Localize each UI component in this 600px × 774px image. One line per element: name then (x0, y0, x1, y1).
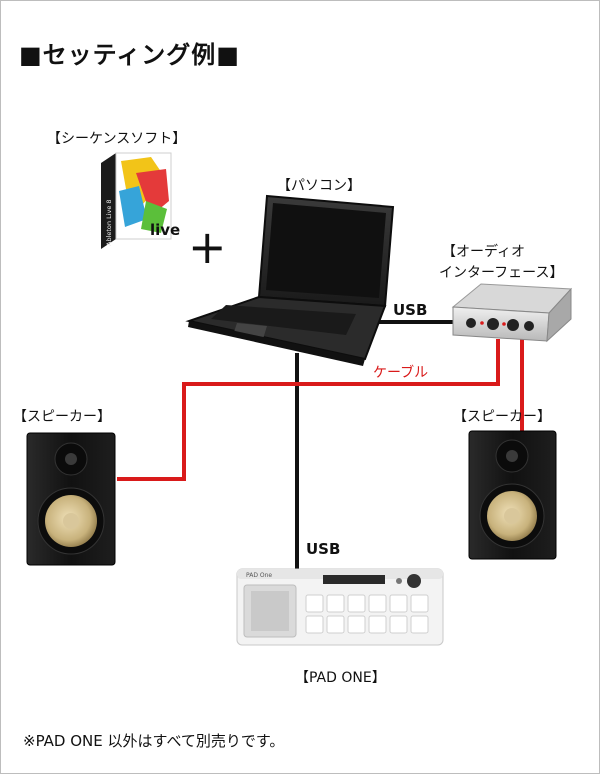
left-speaker-label: 【スピーカー】 (13, 409, 111, 425)
usb-label-bottom: USB (306, 540, 341, 558)
cable-label: ケーブル (373, 365, 429, 381)
audio-interface-label-line2: インターフェース】 (439, 265, 564, 281)
laptop-image (185, 194, 395, 366)
audio-interface-image (451, 283, 573, 343)
usb-label-top: USB (393, 301, 428, 319)
left-speaker-image (26, 432, 116, 566)
svg-text:live: live (150, 221, 180, 239)
software-label: 【シーケンスソフト】 (47, 131, 187, 147)
pad-controller-image: PAD One Vestax (236, 568, 444, 646)
svg-text:Ableton Live 8: Ableton Live 8 (105, 199, 113, 246)
svg-text:PAD One: PAD One (246, 572, 272, 579)
right-speaker-label: 【スピーカー】 (453, 409, 551, 425)
footnote: ※PAD ONE 以外はすべて別売りです。 (23, 732, 285, 750)
pc-label: 【パソコン】 (277, 178, 361, 194)
pad-label: 【PAD ONE】 (295, 670, 386, 686)
page-title: ■セッティング例■ (19, 41, 240, 69)
audio-interface-label-line1: 【オーディオ (442, 244, 526, 260)
software-box-image: live Ableton Live 8 (101, 152, 180, 249)
red-cable-left-speaker (117, 339, 500, 481)
plus-sign: + (188, 220, 227, 274)
right-speaker-image (468, 430, 557, 560)
